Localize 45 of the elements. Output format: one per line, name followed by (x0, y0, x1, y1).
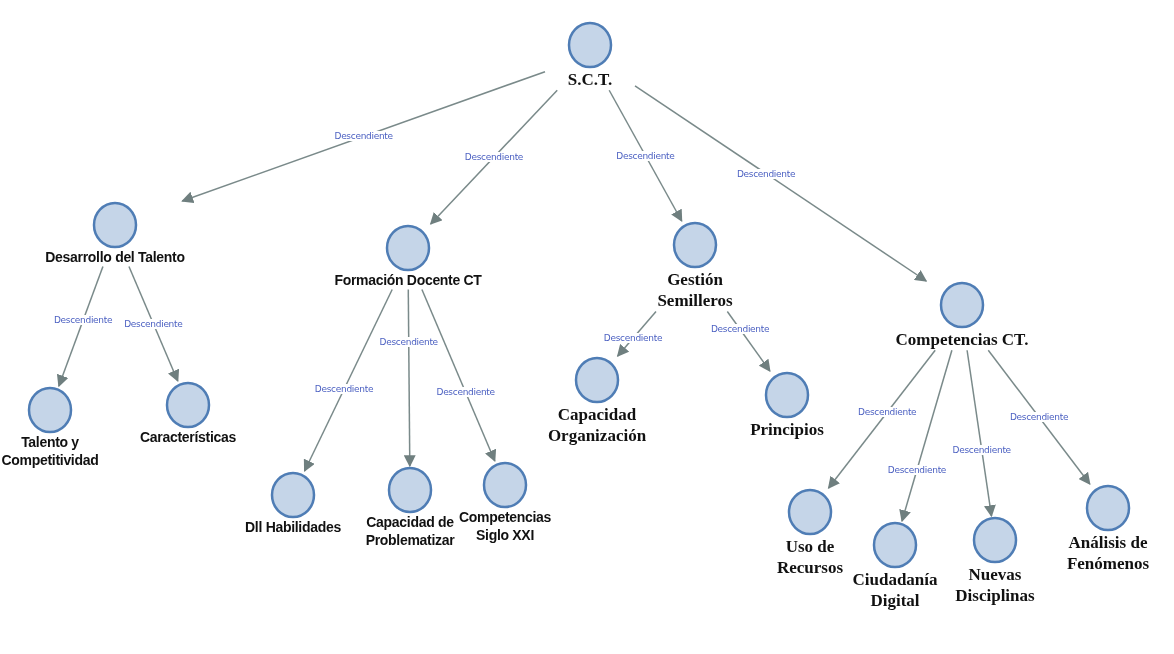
arrow (899, 349, 953, 523)
arrow (987, 349, 1091, 485)
node-label: Ciudadanía Digital (851, 569, 939, 612)
node-label: Formación Docente CT (334, 272, 482, 290)
node-label: Análisis de Fenómenos (1065, 532, 1151, 575)
arrow (421, 288, 497, 463)
node-label: Dll Habilidades (245, 519, 341, 537)
edge-label: Descendiente (886, 464, 948, 475)
arrow (128, 265, 180, 383)
edge-label: Descendiente (709, 324, 771, 335)
node-label: Capacidad de Problematizar (364, 514, 456, 549)
node-label: Gestión Semilleros (656, 269, 734, 312)
edge-label: Descendiente (951, 444, 1012, 455)
node-label: Competencias CT. (895, 329, 1029, 351)
arrow (56, 265, 104, 388)
edge-label: Descendiente (602, 333, 664, 344)
edge-label: Descendiente (735, 168, 797, 179)
edge-label: Descendiente (123, 318, 184, 329)
arrow (429, 89, 558, 225)
node-label: Capacidad Organización (546, 404, 648, 447)
node-label: Competencias Siglo XXI (457, 509, 553, 544)
edge-label: Descendiente (463, 152, 525, 163)
arrow (608, 89, 683, 223)
arrow (403, 288, 416, 468)
edge-label: Descendiente (857, 407, 918, 418)
edge-label: Descendiente (333, 131, 394, 142)
arrow (181, 70, 546, 203)
node-label: Desarrollo del Talento (45, 249, 185, 267)
edge-label: Descendiente (52, 315, 114, 326)
edge-label: Descendiente (1008, 412, 1070, 423)
arrow (827, 349, 936, 489)
edge-label: Descendiente (435, 387, 496, 398)
node-label: Características (140, 429, 236, 447)
edge-label: Descendiente (615, 150, 676, 161)
node-label: Nuevas Disciplinas (954, 564, 1036, 607)
node-label: Talento y Competitividad (0, 434, 100, 469)
edge-label: Descendiente (378, 337, 439, 348)
arrow (634, 85, 928, 282)
edge-label: Descendiente (313, 384, 375, 395)
node-label: Uso de Recursos (775, 536, 845, 579)
node-label: S.C.T. (567, 69, 613, 91)
node-label: Principios (750, 419, 824, 441)
arrow (303, 288, 393, 473)
arrow (966, 349, 996, 518)
arrow (726, 310, 771, 372)
